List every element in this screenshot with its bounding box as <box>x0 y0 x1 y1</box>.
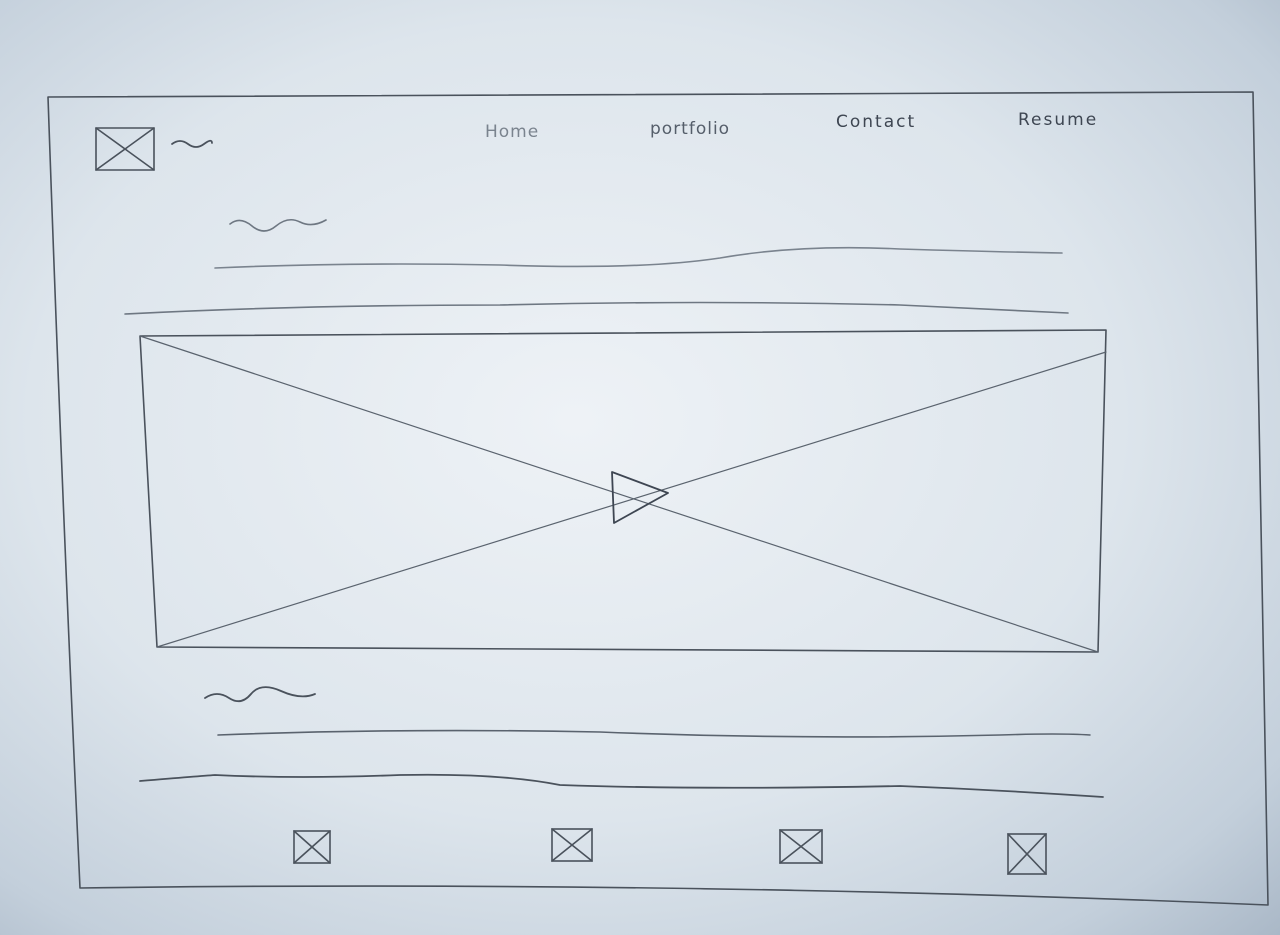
page-border <box>47 91 1269 906</box>
footer-image-placeholder-icon-1 <box>293 830 331 864</box>
play-button[interactable] <box>608 468 672 528</box>
footer-link-2[interactable] <box>548 825 596 865</box>
section-text-line-2 <box>139 773 1104 798</box>
nav-contact-link[interactable]: Contact <box>836 112 917 132</box>
nav-home-link[interactable]: Home <box>485 122 540 142</box>
section-text-line-1 <box>217 729 1091 738</box>
footer-link-3[interactable] <box>776 826 826 867</box>
hero-text-line-2 <box>124 301 1069 315</box>
footer-image-placeholder-icon-3 <box>779 829 823 864</box>
hero-text-line-1 <box>214 246 1063 269</box>
footer-link-1[interactable] <box>290 827 334 867</box>
footer-image-placeholder-icon-4 <box>1007 833 1047 875</box>
footer-image-placeholder-icon-2 <box>551 828 593 862</box>
nav-portfolio-link[interactable]: portfolio <box>650 119 731 139</box>
hero-heading-squiggle <box>229 218 327 232</box>
logo-image-placeholder-icon <box>95 127 155 171</box>
logo-text-squiggle <box>171 139 213 148</box>
footer-link-4[interactable] <box>1004 830 1050 878</box>
logo-link[interactable] <box>94 124 216 174</box>
section-heading-squiggle <box>204 686 316 703</box>
video-placeholder <box>139 329 1107 653</box>
video-play-icon <box>611 471 669 524</box>
nav-resume-link[interactable]: Resume <box>1018 110 1099 130</box>
